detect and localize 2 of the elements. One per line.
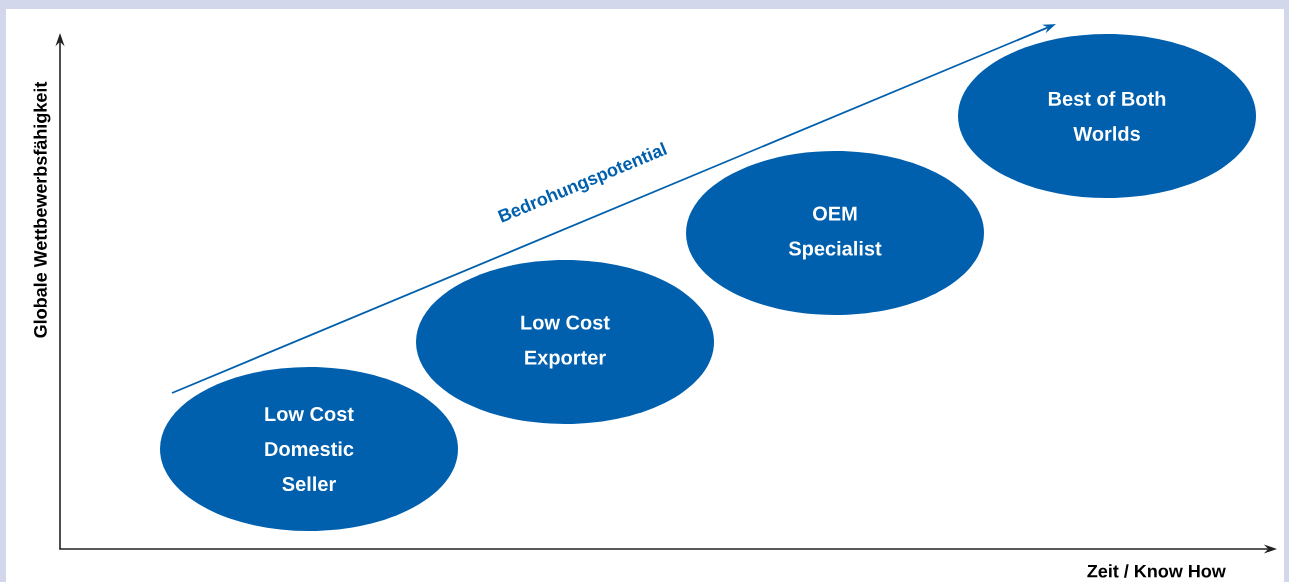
axis-label: Globale Wettbewerbsfähigkeit [33, 81, 51, 338]
axis-label: Zeit / Know How [1087, 564, 1226, 578]
